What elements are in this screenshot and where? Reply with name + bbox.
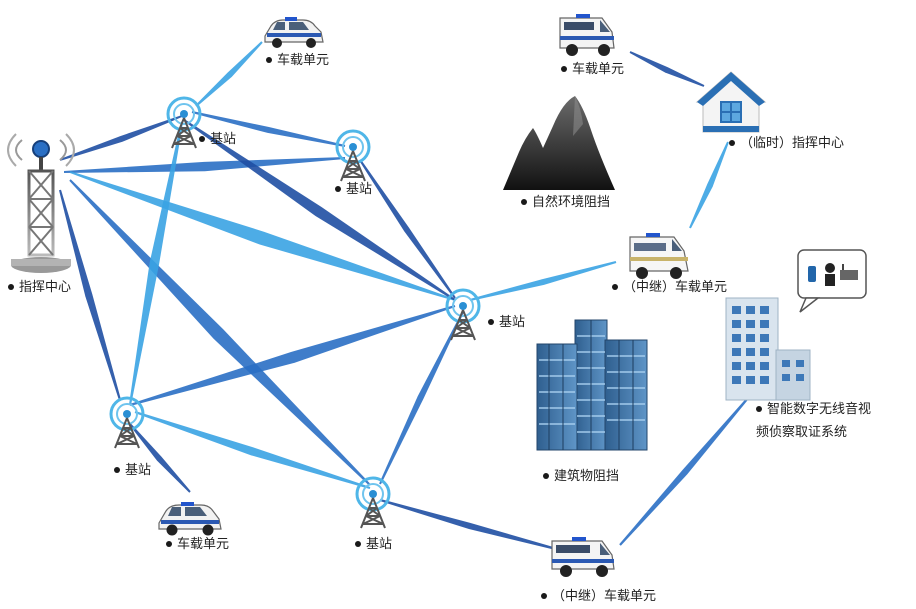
label-vehicle-unit-bottom-left: 车载单元 [166, 536, 229, 554]
building-icon [536, 319, 648, 451]
label-relay-vehicle-unit-lower: （中继）车载单元 [541, 588, 656, 606]
vehicle-unit-top-right [559, 14, 615, 56]
label-natural-obstacle: 自然环境阻挡 [521, 194, 610, 212]
office-building-icon [725, 297, 811, 401]
command-center-tower [7, 133, 75, 273]
bullet-dot [166, 540, 172, 547]
wireless-link [191, 111, 346, 147]
label-vehicle-unit-top: 车载单元 [266, 52, 329, 70]
bullet-dot [114, 466, 120, 473]
label-text: 基站 [366, 537, 393, 552]
relay-vehicle-unit-lower [551, 537, 615, 577]
wireless-link [359, 159, 456, 299]
label-relay-vehicle-unit-upper: （中继）车载单元 [612, 279, 727, 297]
bullet-dot [8, 283, 14, 290]
label-temp-command-center: （临时）指挥中心 [729, 135, 844, 153]
bullet-dot [488, 318, 494, 325]
label-command-center: 指挥中心 [8, 279, 71, 297]
tower-icon [7, 133, 75, 273]
wireless-link [59, 189, 121, 401]
bullet-dot [543, 472, 549, 479]
label-text: （中继）车载单元 [623, 280, 728, 295]
vehicle-unit-bottom-left [158, 502, 222, 536]
base-station-1 [166, 96, 202, 149]
antenna-icon [166, 96, 202, 149]
wireless-link [129, 305, 456, 406]
label-text-line2: 频侦察取证系统 [756, 425, 848, 440]
wireless-link [379, 311, 464, 485]
wireless-link [129, 423, 191, 493]
label-text: （中继）车载单元 [552, 589, 657, 604]
building-obstacle [536, 319, 648, 451]
base-station-5 [355, 476, 391, 529]
label-base-station-3: 基站 [488, 314, 525, 332]
wireless-link [619, 397, 749, 546]
label-building-obstacle: 建筑物阻挡 [543, 468, 619, 486]
bullet-dot [199, 135, 205, 142]
wireless-link [195, 41, 263, 107]
label-text: 车载单元 [572, 62, 625, 77]
bullet-dot [729, 139, 735, 146]
antenna-icon [109, 396, 145, 449]
bullet-dot [266, 56, 272, 63]
natural-obstacle [503, 96, 615, 190]
wireless-link [64, 157, 345, 173]
wireless-link [134, 411, 371, 489]
temp-command-center [695, 71, 767, 133]
bullet-dot [561, 65, 567, 72]
wireless-link [129, 121, 183, 406]
ambulance-icon [629, 233, 689, 279]
antenna-icon [445, 288, 481, 341]
wireless-link [69, 179, 371, 486]
base-station-3 [445, 288, 481, 341]
house-icon [695, 71, 767, 133]
antenna-icon [335, 129, 371, 182]
wireless-link [469, 261, 617, 301]
van-icon [559, 14, 615, 56]
relay-vehicle-unit-upper [629, 233, 689, 279]
police-car-icon [158, 502, 222, 536]
speech-bubble-icon [797, 249, 867, 313]
label-base-station-1: 基站 [199, 131, 236, 149]
label-text: 车载单元 [177, 537, 230, 552]
bullet-dot [355, 540, 361, 547]
wireless-link [379, 499, 561, 551]
bullet-dot [521, 198, 527, 205]
police-car-icon [264, 17, 324, 48]
wireless-link [689, 141, 729, 229]
label-vehicle-unit-top-right: 车载单元 [561, 61, 624, 79]
bullet-dot [335, 185, 341, 192]
label-text: 自然环境阻挡 [532, 195, 611, 210]
label-text: 建筑物阻挡 [554, 469, 620, 484]
vehicle-unit-top [264, 17, 324, 48]
label-text-line1: 智能数字无线音视 [767, 402, 872, 417]
label-text: 指挥中心 [19, 280, 72, 295]
wireless-links [59, 41, 749, 551]
mountain-icon [503, 96, 615, 190]
wireless-link [183, 119, 456, 301]
wireless-link [629, 51, 705, 87]
base-station-2 [335, 129, 371, 182]
bullet-dot [541, 592, 547, 599]
label-text: （临时）指挥中心 [740, 136, 845, 151]
label-text: 基站 [346, 182, 373, 197]
bullet-dot [612, 283, 618, 290]
van-icon [551, 537, 615, 577]
av-forensics-system [725, 249, 867, 401]
label-base-station-4: 基站 [114, 462, 151, 480]
bullet-dot [756, 405, 762, 412]
base-station-4 [109, 396, 145, 449]
label-text: 基站 [125, 463, 152, 478]
label-text: 基站 [210, 132, 237, 147]
antenna-icon [355, 476, 391, 529]
wireless-link [59, 115, 183, 161]
label-base-station-2: 基站 [335, 181, 372, 199]
label-text: 车载单元 [277, 53, 330, 68]
label-av-forensics-system: 智能数字无线音视频侦察取证系统 [756, 398, 886, 444]
label-base-station-5: 基站 [355, 536, 392, 554]
label-text: 基站 [499, 315, 526, 330]
